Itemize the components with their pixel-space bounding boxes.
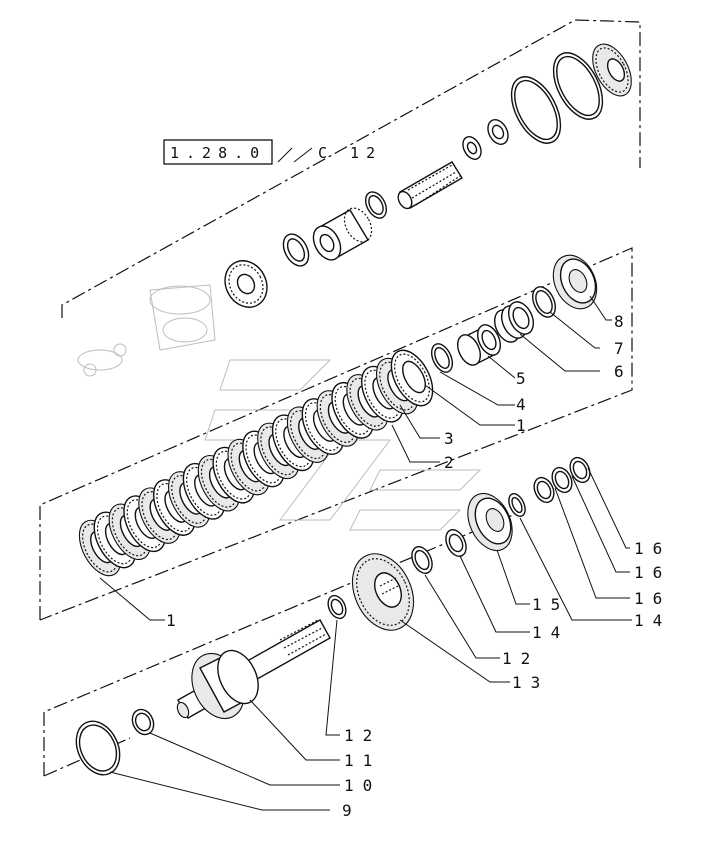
callout-16-a: 16 xyxy=(634,539,671,558)
part-spring-6 xyxy=(494,301,534,343)
part-ring-14-right xyxy=(508,493,526,517)
part-bearing-8 xyxy=(552,254,598,310)
reference-leader xyxy=(293,147,313,163)
leader-lines xyxy=(99,295,632,811)
part-rings-16 xyxy=(533,456,591,504)
part-ring-14-left xyxy=(445,529,467,557)
callout-6: 6 xyxy=(614,362,633,381)
callout-3: 3 xyxy=(444,429,463,448)
callout-8: 8 xyxy=(614,312,633,331)
part-snap-ring-12-left xyxy=(327,594,347,620)
part-snap-ring-10 xyxy=(131,708,155,736)
upper-gear-small xyxy=(224,260,268,308)
callout-12-a: 12 xyxy=(502,649,539,668)
reference-suffix: C 12 xyxy=(318,144,382,162)
upper-splined-shaft xyxy=(397,161,463,210)
callout-labels: 8 7 6 5 4 1 3 2 1 16 16 16 15 14 14 12 1… xyxy=(166,312,671,820)
faded-housing xyxy=(77,284,216,377)
part-snap-ring-12-right xyxy=(411,546,433,574)
callout-2: 2 xyxy=(444,453,463,472)
upper-snap-ring-a xyxy=(282,233,310,267)
upper-shaft-assembly xyxy=(77,43,632,377)
part-bushing-5 xyxy=(456,324,502,366)
reference-number: 1.28.0 xyxy=(170,144,266,162)
callout-1-upper: 1 xyxy=(516,416,535,435)
callout-11: 11 xyxy=(344,751,381,770)
callout-16-b: 16 xyxy=(634,563,671,582)
upper-assembly-boundary xyxy=(61,19,641,318)
upper-bearing-small xyxy=(462,119,509,160)
part-ring-7 xyxy=(531,286,557,318)
upper-synchronizer xyxy=(312,207,373,261)
callout-4: 4 xyxy=(516,395,535,414)
callout-14-b: 14 xyxy=(634,611,671,630)
callout-5: 5 xyxy=(516,369,535,388)
part-snap-ring-4 xyxy=(430,343,454,373)
clutch-disc-bore xyxy=(402,360,426,394)
middle-assembly-boundary xyxy=(39,247,633,621)
clutch-disc-teeth xyxy=(394,353,430,403)
part-o-ring-9 xyxy=(75,720,121,776)
callout-16-c: 16 xyxy=(634,589,671,608)
reference-slash xyxy=(277,147,293,163)
lower-shaft-assembly xyxy=(75,456,591,776)
callout-14-a: 14 xyxy=(532,623,569,642)
callout-10: 10 xyxy=(344,776,381,795)
upper-large-rings xyxy=(510,52,604,144)
callout-15: 15 xyxy=(532,595,569,614)
callout-12-b: 12 xyxy=(344,726,381,745)
upper-snap-ring-b xyxy=(364,191,388,219)
callout-7: 7 xyxy=(614,339,633,358)
part-shaft-11 xyxy=(176,619,331,719)
watermark-logo xyxy=(204,359,482,531)
middle-right-parts xyxy=(430,254,598,373)
callout-13: 13 xyxy=(512,673,549,692)
callout-9: 9 xyxy=(342,801,361,820)
part-bearing-15 xyxy=(467,492,513,552)
callout-1-lower: 1 xyxy=(166,611,185,630)
upper-end-gear xyxy=(592,43,632,97)
part-gear-13 xyxy=(351,553,415,631)
reference-box[interactable]: 1.28.0 C 12 xyxy=(163,139,382,165)
clutch-disc-pack xyxy=(78,349,434,577)
